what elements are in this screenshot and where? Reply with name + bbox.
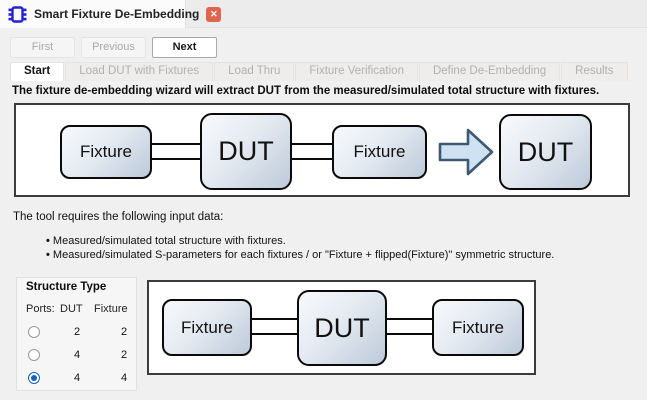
option-fixture-ports: 2 bbox=[120, 349, 128, 361]
dut-node: DUT bbox=[297, 290, 387, 366]
result-dut-node: DUT bbox=[499, 114, 592, 190]
wizard-tab-bar: Start Load DUT with Fixtures Load Thru F… bbox=[10, 62, 629, 81]
connector-lines bbox=[252, 318, 297, 335]
option-fixture-ports: 4 bbox=[120, 372, 128, 384]
ports-label: Ports: bbox=[26, 303, 55, 315]
bullet-item: Measured/simulated total structure with … bbox=[46, 235, 286, 247]
dut-column-header: DUT bbox=[60, 303, 83, 315]
tab-fixture-verification[interactable]: Fixture Verification bbox=[295, 62, 418, 81]
fixture-column-header: Fixture bbox=[94, 303, 128, 315]
radio-4-2[interactable] bbox=[28, 349, 40, 361]
option-dut-ports: 4 bbox=[73, 372, 81, 384]
structure-preview-diagram: Fixture DUT Fixture bbox=[147, 280, 536, 375]
tab-define-de-embedding[interactable]: Define De-Embedding bbox=[418, 62, 561, 81]
fixture-right-node: Fixture bbox=[332, 125, 427, 179]
tab-start[interactable]: Start bbox=[10, 62, 65, 81]
connector-lines bbox=[387, 318, 432, 335]
structure-type-title: Structure Type bbox=[26, 281, 107, 293]
first-button[interactable]: First bbox=[10, 37, 75, 58]
dut-node: DUT bbox=[200, 113, 292, 190]
fixture-right-node: Fixture bbox=[432, 299, 524, 356]
radio-2-2[interactable] bbox=[28, 326, 40, 338]
option-fixture-ports: 2 bbox=[120, 326, 128, 338]
fixture-left-node: Fixture bbox=[162, 299, 252, 356]
next-button[interactable]: Next bbox=[152, 37, 217, 58]
connector-lines bbox=[292, 143, 332, 160]
previous-button[interactable]: Previous bbox=[81, 37, 146, 58]
structure-type-group: Structure Type Ports: DUT Fixture 2 2 4 … bbox=[16, 277, 137, 391]
structure-type-header: Ports: DUT Fixture bbox=[26, 303, 136, 315]
option-dut-ports: 2 bbox=[73, 326, 81, 338]
fixture-left-node: Fixture bbox=[60, 125, 152, 179]
close-icon[interactable]: ✕ bbox=[206, 6, 222, 22]
document-tab-title: Smart Fixture De-Embedding bbox=[34, 7, 200, 21]
de-embedding-concept-diagram: Fixture DUT Fixture DUT bbox=[14, 103, 630, 197]
input-data-heading: The tool requires the following input da… bbox=[13, 211, 224, 223]
bullet-item: Measured/simulated S-parameters for each… bbox=[46, 249, 554, 261]
structure-option-4-2[interactable]: 4 2 bbox=[26, 349, 136, 361]
dut-chip-icon bbox=[8, 5, 27, 24]
document-tab[interactable]: Smart Fixture De-Embedding ✕ bbox=[0, 0, 222, 28]
connector-lines bbox=[152, 143, 200, 160]
intro-text: The fixture de-embedding wizard will ext… bbox=[12, 85, 600, 97]
right-arrow-icon bbox=[437, 122, 495, 187]
option-dut-ports: 4 bbox=[73, 349, 81, 361]
tab-load-dut-with-fixtures[interactable]: Load DUT with Fixtures bbox=[65, 62, 214, 81]
tab-load-thru[interactable]: Load Thru bbox=[214, 62, 295, 81]
tab-results[interactable]: Results bbox=[561, 62, 628, 81]
structure-option-2-2[interactable]: 2 2 bbox=[26, 326, 136, 338]
radio-4-4[interactable] bbox=[28, 372, 40, 384]
document-tab-strip: Smart Fixture De-Embedding ✕ bbox=[0, 0, 647, 28]
structure-option-4-4[interactable]: 4 4 bbox=[26, 372, 136, 384]
